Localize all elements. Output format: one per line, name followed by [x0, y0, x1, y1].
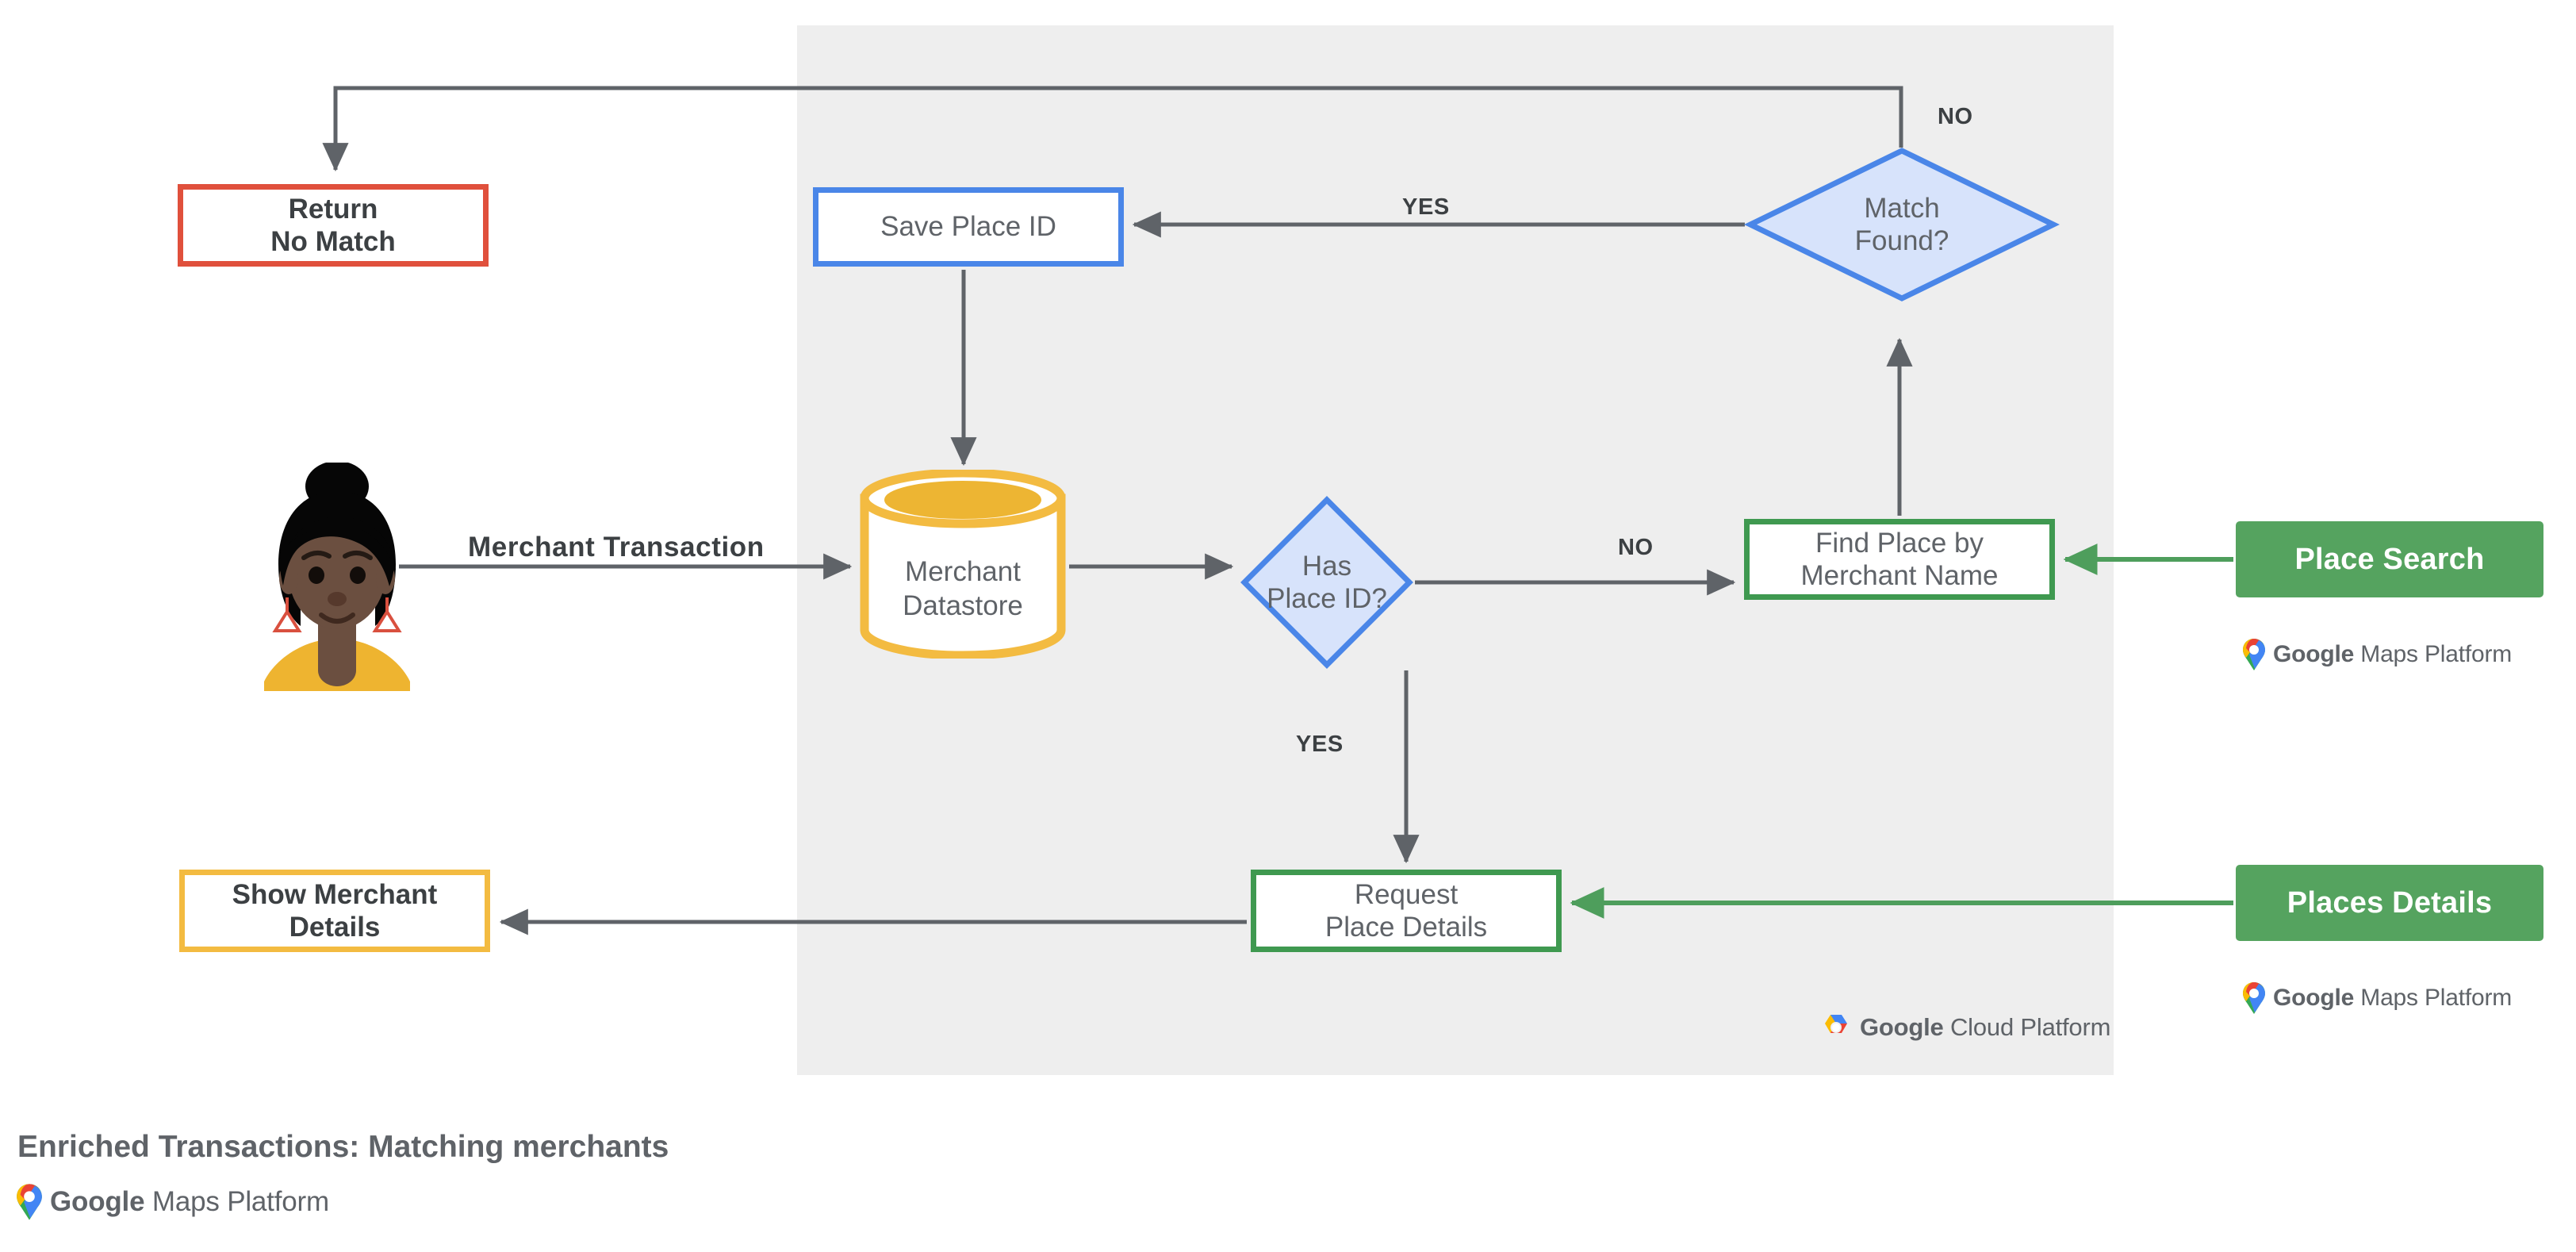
node-match-found[interactable]: Match Found?: [1744, 148, 2060, 301]
google-maps-platform-logo-place-search: Google Maps Platform: [2242, 639, 2512, 670]
edge-label-has-place-id-yes: YES: [1296, 732, 1344, 757]
node-has-place-id-label: Has Place ID?: [1267, 550, 1387, 614]
node-save-place-id-label: Save Place ID: [880, 211, 1056, 243]
node-merchant-datastore-label: Merchant Datastore: [903, 556, 1023, 621]
diamond-shape: [1744, 148, 2060, 301]
edge-label-match-found-yes: YES: [1402, 194, 1450, 220]
avatar-illustration: [264, 463, 410, 691]
customer-avatar-icon: [264, 463, 410, 691]
cylinder-shape: [860, 470, 1066, 659]
diagram-caption: Enriched Transactions: Matching merchant…: [17, 1130, 669, 1164]
edge-label-merchant-transaction: Merchant Transaction: [468, 532, 765, 563]
node-request-place-details[interactable]: Request Place Details: [1251, 870, 1562, 952]
node-merchant-datastore[interactable]: Merchant Datastore: [860, 470, 1066, 659]
maps-pin-icon: [2243, 982, 2265, 1014]
cloud-platform-wordmark: Google Cloud Platform: [1860, 1013, 2110, 1042]
cloud-platform-brand: Google: [1860, 1013, 1944, 1041]
google-maps-platform-logo-footer: Google Maps Platform: [16, 1184, 329, 1220]
api-chip-places-details-label: Places Details: [2287, 885, 2493, 920]
google-maps-platform-logo-places-details: Google Maps Platform: [2242, 982, 2512, 1014]
maps-platform-wordmark: Google Maps Platform: [50, 1186, 329, 1218]
node-return-no-match-label: Return No Match: [270, 193, 396, 257]
node-find-place-label: Find Place by Merchant Name: [1800, 527, 1999, 591]
maps-platform-wordmark: Google Maps Platform: [2273, 985, 2512, 1012]
maps-platform-brand: Google: [50, 1186, 145, 1217]
node-save-place-id[interactable]: Save Place ID: [813, 187, 1124, 267]
api-chip-place-search[interactable]: Place Search: [2236, 521, 2543, 597]
api-chip-place-search-label: Place Search: [2294, 542, 2485, 576]
api-chip-places-details[interactable]: Places Details: [2236, 865, 2543, 941]
node-match-found-label: Match Found?: [1854, 192, 1949, 256]
node-return-no-match[interactable]: Return No Match: [178, 184, 489, 267]
edge-label-has-place-id-no: NO: [1618, 535, 1654, 560]
cloud-hexagon-icon: [1825, 1015, 1847, 1033]
maps-platform-brand: Google: [2273, 641, 2355, 667]
maps-platform-wordmark: Google Maps Platform: [2273, 641, 2512, 668]
edge-label-match-found-no: NO: [1938, 104, 1973, 129]
diamond-shape: [1240, 496, 1413, 669]
maps-platform-product: Maps Platform: [2354, 985, 2513, 1011]
node-show-merchant-details[interactable]: Show Merchant Details: [179, 870, 490, 952]
maps-pin-icon: [2243, 639, 2265, 670]
node-has-place-id[interactable]: Has Place ID?: [1240, 496, 1413, 669]
maps-platform-product: Maps Platform: [2354, 641, 2513, 667]
maps-platform-brand: Google: [2273, 985, 2355, 1011]
maps-platform-product: Maps Platform: [144, 1186, 329, 1217]
node-find-place-by-merchant-name[interactable]: Find Place by Merchant Name: [1744, 519, 2055, 600]
cloud-platform-product: Cloud Platform: [1943, 1013, 2111, 1041]
maps-pin-icon: [17, 1184, 42, 1220]
node-request-place-details-label: Request Place Details: [1324, 878, 1488, 943]
node-show-merchant-details-label: Show Merchant Details: [232, 878, 438, 943]
google-cloud-platform-logo: Google Cloud Platform: [1821, 1013, 2110, 1042]
